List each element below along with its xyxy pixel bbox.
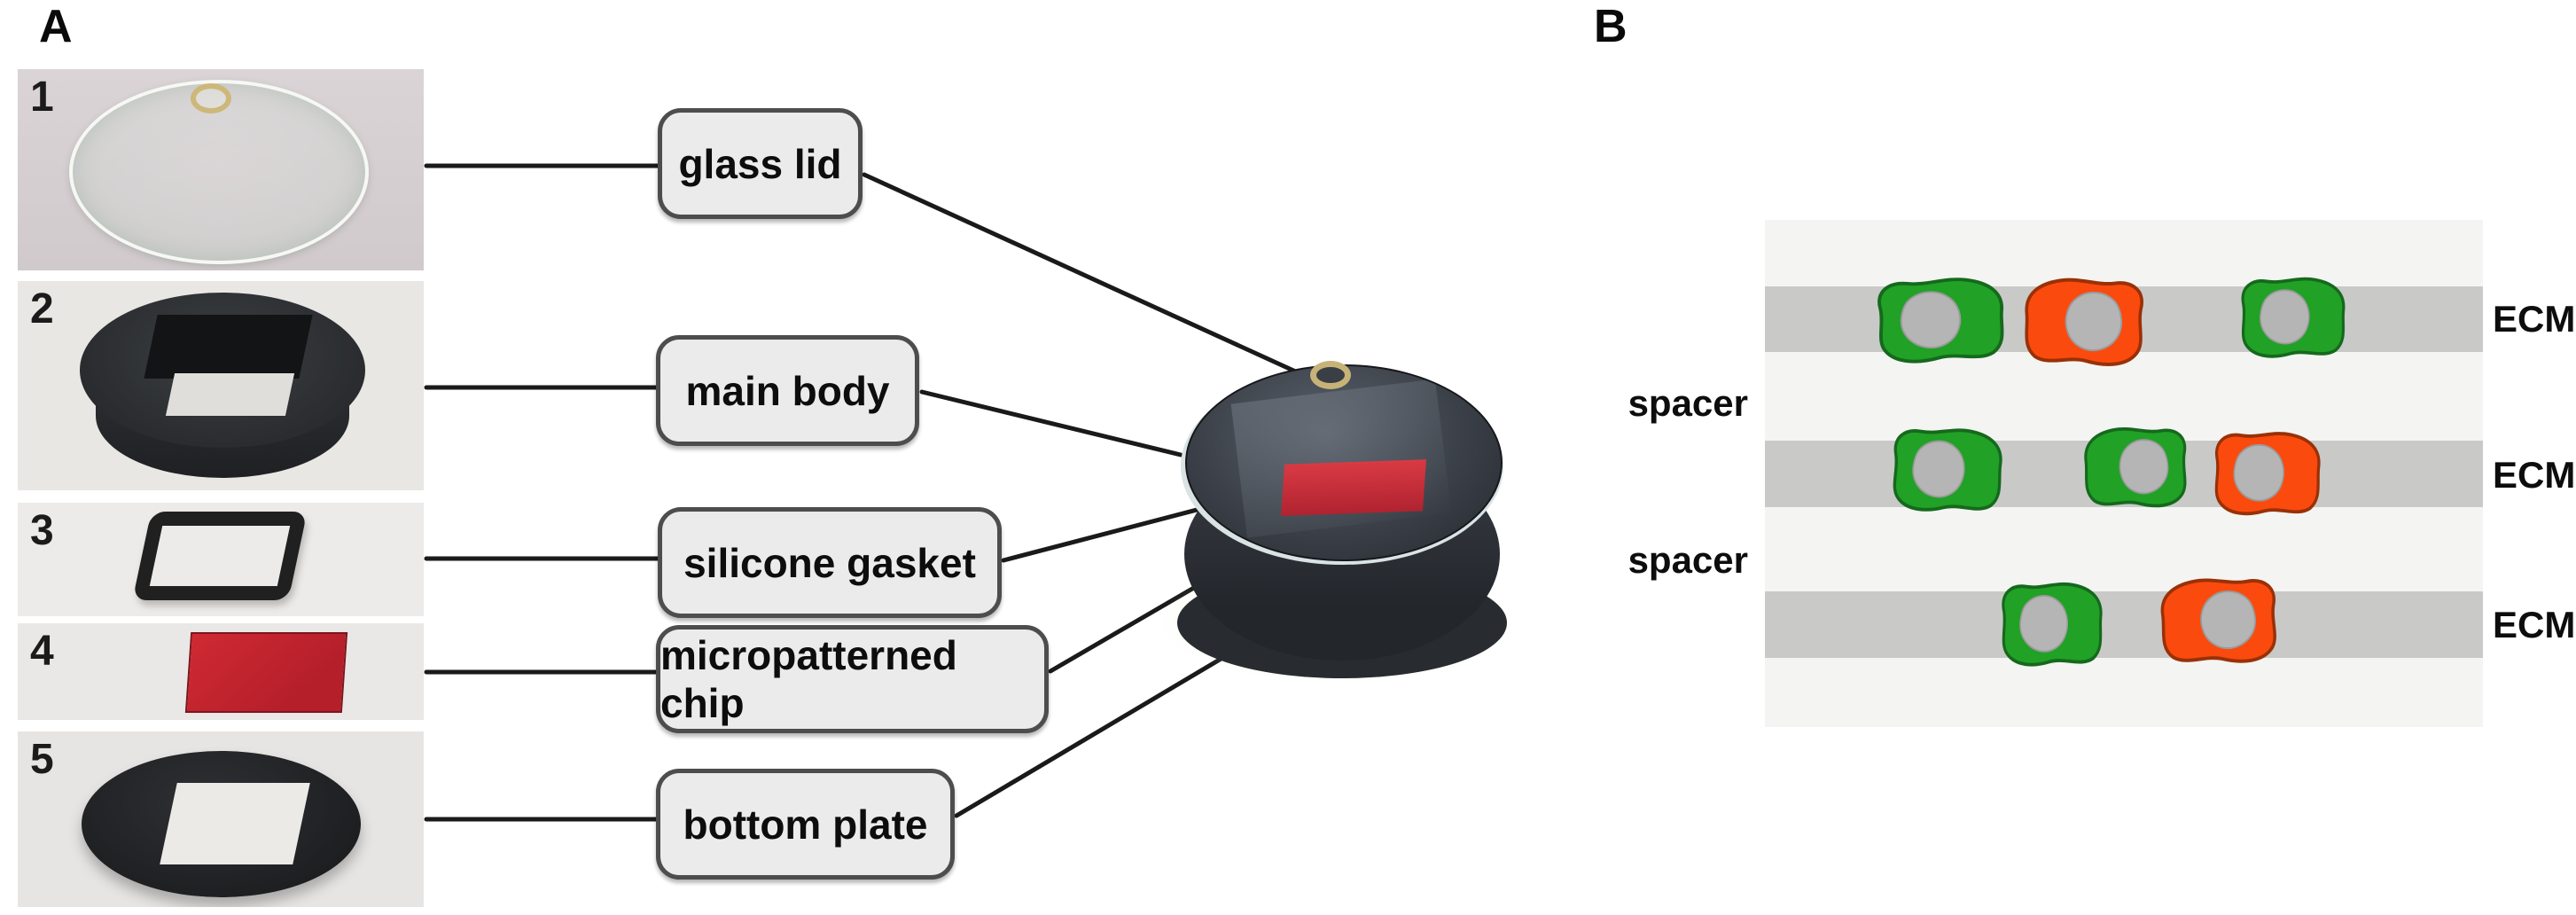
photo-micropatterned-chip: 4: [18, 623, 424, 720]
panel-a-label: A: [39, 1, 73, 52]
device-top-face: [1185, 364, 1503, 561]
gold-ring-icon: [191, 83, 231, 113]
cell-green: [2084, 427, 2187, 508]
main-body-opening: [144, 315, 313, 379]
ecm-band-3: [1765, 591, 2483, 658]
silicone-gasket-image: [132, 512, 308, 600]
assembled-device-image: [1158, 359, 1516, 692]
label-box-main-body: main body: [656, 335, 919, 446]
main-body-opening-floor: [165, 373, 295, 416]
spacer-label-1: spacer: [1628, 382, 1748, 424]
photo-main-body: 2: [18, 281, 424, 490]
label-box-bottom-plate: bottom plate: [656, 769, 955, 880]
bottom-plate-opening: [160, 783, 310, 864]
cell-green: [2002, 582, 2103, 667]
spacer-label-2: spacer: [1628, 539, 1748, 581]
label-box-silicone-gasket: silicone gasket: [658, 507, 1002, 618]
cell-green: [2241, 277, 2346, 358]
device-gold-ring-icon: [1310, 361, 1351, 389]
cell-orange: [2214, 432, 2321, 516]
device-red-chip: [1281, 459, 1426, 516]
ecm-label-3: ECM: [2493, 604, 2576, 645]
photo-number-1: 1: [30, 74, 54, 121]
photo-silicone-gasket: 3: [18, 503, 424, 616]
photo-number-4: 4: [30, 628, 54, 675]
micropatterned-chip-image: [184, 632, 348, 713]
photo-number-3: 3: [30, 507, 54, 554]
cell-green: [1877, 278, 2004, 364]
cell-orange: [2025, 278, 2144, 366]
photo-number-2: 2: [30, 285, 54, 332]
cell-orange: [2160, 578, 2276, 663]
photo-number-5: 5: [30, 736, 54, 783]
ecm-label-1: ECM: [2493, 298, 2576, 340]
label-box-glass-lid: glass lid: [658, 108, 863, 219]
panel-b-label: B: [1594, 1, 1628, 52]
label-box-micropatterned-chip: micropatterned chip: [656, 625, 1049, 733]
ecm-label-2: ECM: [2493, 454, 2576, 496]
photo-glass-lid: 1: [18, 69, 424, 270]
photo-bottom-plate: 5: [18, 731, 424, 907]
cell-green: [1893, 428, 2002, 512]
device-glass-reflection: [1230, 379, 1452, 538]
